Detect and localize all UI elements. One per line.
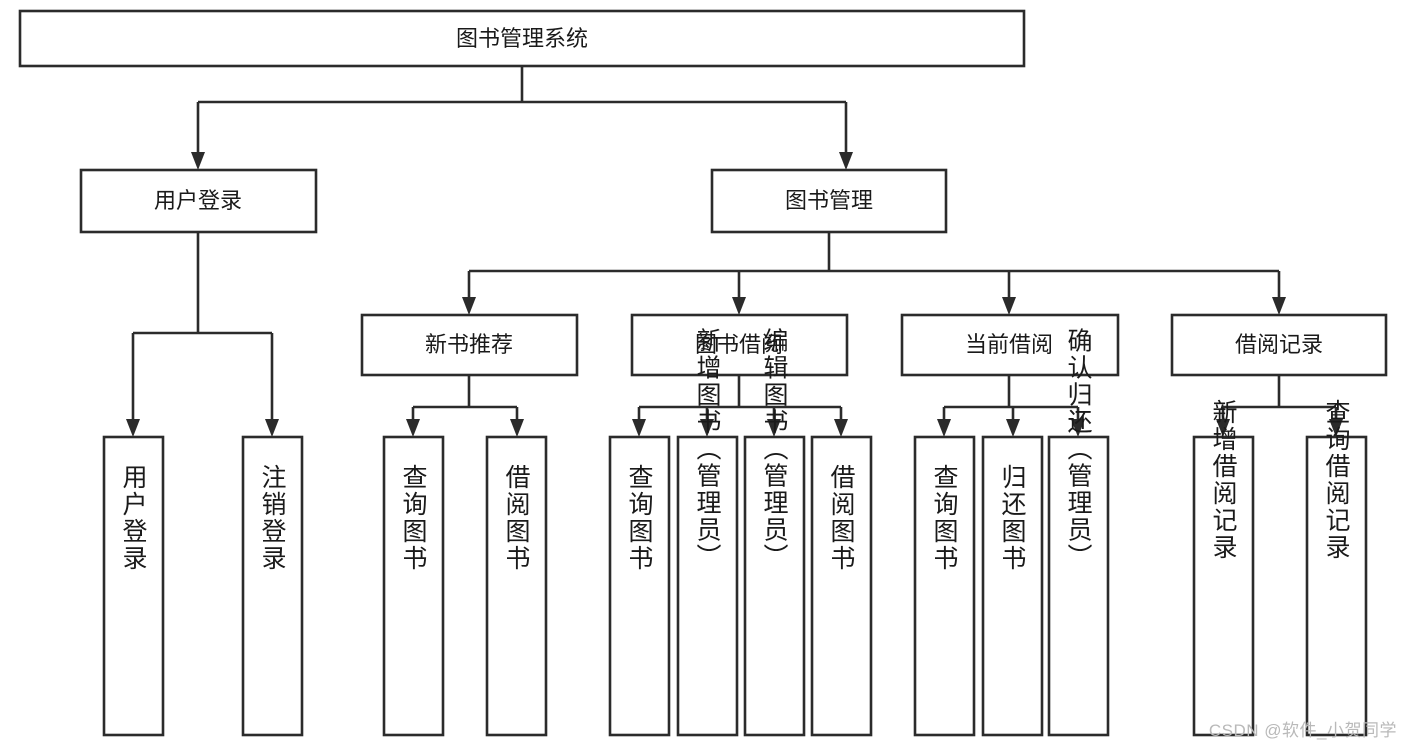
arrowhead-bookborrow-query [632,419,646,437]
arrowhead-currentborrow-query [937,419,951,437]
leaf-newbook-query-book[interactable]: 查询图书 [382,435,445,737]
arrowhead-currentborrow-confirm [1071,419,1085,437]
leaf-currentborrow-query-book-box[interactable] [913,435,976,737]
connector-layer [126,66,1343,437]
csdn-watermark: CSDN @软件_小贺同学 [1208,721,1397,740]
leaf-currentborrow-return-book-label: 归还图书 [998,464,1027,572]
arrowhead-user-login [191,152,205,170]
node-borrow-record-label: 借阅记录 [1235,332,1323,357]
node-root-box[interactable] [18,9,1026,68]
arrowhead-borrowrecord-add [1216,419,1230,437]
node-book-borrow[interactable]: 图书借阅 [630,313,849,377]
node-book-management[interactable]: 图书管理 [710,168,948,234]
leaf-borrowrecord-add-record-label: 新增借阅记录 [1209,399,1238,561]
leaf-borrowrecord-query-record-box[interactable] [1305,435,1368,737]
node-borrow-record[interactable]: 借阅记录 [1170,313,1388,377]
leaf-bookborrow-query-book-box[interactable] [608,435,671,737]
leaf-bookborrow-query-book[interactable]: 查询图书 [608,435,671,737]
arrowhead-leaf-logout [265,419,279,437]
node-borrow-record-box[interactable] [1170,313,1388,377]
leaf-logout-box[interactable] [241,435,304,737]
leaf-logout-label: 注销登录 [258,464,287,572]
leaf-newbook-borrow-book[interactable]: 借阅图书 [485,435,548,737]
arrowhead-currentborrow-return [1006,419,1020,437]
leaf-borrowrecord-query-record[interactable]: 查询借阅记录 [1305,399,1368,737]
leaf-newbook-query-book-box[interactable] [382,435,445,737]
arrowhead-current-borrow [1002,297,1016,315]
leaf-newbook-borrow-book-box[interactable] [485,435,548,737]
leaf-bookborrow-edit-book-label: 编辑图书（管理员） [760,328,789,571]
leaf-currentborrow-confirm-return-label: 确认归还（管理员） [1064,328,1093,571]
leaf-bookborrow-add-book-label: 新增图书（管理员） [693,328,722,571]
node-current-borrow-label: 当前借阅 [965,332,1053,357]
leaf-bookborrow-edit-book[interactable]: 编辑图书（管理员） [743,328,806,737]
leaf-borrowrecord-query-record-label: 查询借阅记录 [1322,399,1351,561]
leaf-currentborrow-return-book[interactable]: 归还图书 [981,435,1044,737]
leaf-bookborrow-borrow-book-label: 借阅图书 [827,464,856,572]
leaf-currentborrow-confirm-return[interactable]: 确认归还（管理员） [1047,328,1110,737]
leaf-bookborrow-query-book-label: 查询图书 [625,464,654,572]
node-root-label: 图书管理系统 [456,26,588,51]
leaf-bookborrow-add-book-box[interactable] [676,435,739,737]
leaf-newbook-borrow-book-label: 借阅图书 [502,464,531,572]
node-user-login-box[interactable] [79,168,318,234]
node-new-book-recommend[interactable]: 新书推荐 [360,313,579,377]
leaf-currentborrow-query-book[interactable]: 查询图书 [913,435,976,737]
arrowhead-bookborrow-borrow [834,419,848,437]
node-current-borrow[interactable]: 当前借阅 [900,313,1120,377]
leaf-currentborrow-confirm-return-box[interactable] [1047,435,1110,737]
node-book-borrow-label: 图书借阅 [695,332,783,357]
node-new-book-recommend-box[interactable] [360,313,579,377]
arrowhead-book-mgmt [839,152,853,170]
leaf-logout[interactable]: 注销登录 [241,435,304,737]
arrowhead-leaf-user-login [126,419,140,437]
arrowhead-bookborrow-add [700,419,714,437]
node-book-borrow-box[interactable] [630,313,849,377]
leaf-bookborrow-edit-book-box[interactable] [743,435,806,737]
leaf-bookborrow-borrow-book-box[interactable] [810,435,873,737]
arrowhead-borrowrecord-query [1329,419,1343,437]
node-current-borrow-box[interactable] [900,313,1120,377]
node-book-management-label: 图书管理 [785,188,873,213]
arrowhead-borrow-record [1272,297,1286,315]
arrowhead-newbook-query [406,419,420,437]
leaf-borrowrecord-add-record-box[interactable] [1192,435,1255,737]
arrowhead-bookborrow-edit [767,419,781,437]
leaf-user-login-box[interactable] [102,435,165,737]
leaf-bookborrow-add-book[interactable]: 新增图书（管理员） [676,328,739,737]
leaf-currentborrow-query-book-label: 查询图书 [930,464,959,572]
arrowhead-new-book [462,297,476,315]
leaf-user-login-label: 用户登录 [119,464,148,572]
leaf-user-login[interactable]: 用户登录 [102,435,165,737]
node-root[interactable]: 图书管理系统 [18,9,1026,68]
leaf-bookborrow-borrow-book[interactable]: 借阅图书 [810,435,873,737]
node-user-login[interactable]: 用户登录 [79,168,318,234]
node-new-book-recommend-label: 新书推荐 [425,332,513,357]
node-user-login-label: 用户登录 [154,188,242,213]
leaf-newbook-query-book-label: 查询图书 [399,464,428,572]
node-book-management-box[interactable] [710,168,948,234]
leaf-currentborrow-return-book-box[interactable] [981,435,1044,737]
arrowhead-book-borrow [732,297,746,315]
leaf-borrowrecord-add-record[interactable]: 新增借阅记录 [1192,399,1255,737]
arrowhead-newbook-borrow [510,419,524,437]
